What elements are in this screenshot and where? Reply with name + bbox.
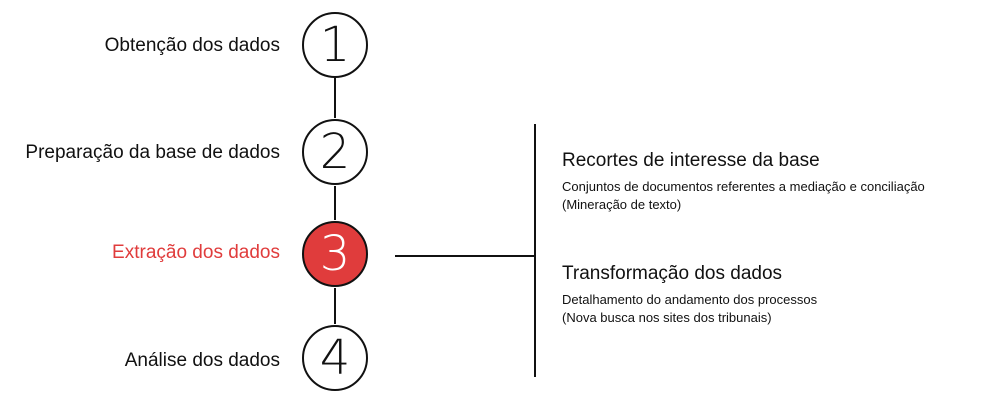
detail-desc-1-line2: (Mineração de texto): [562, 197, 682, 212]
detail-block-1: Recortes de interesse da base Conjuntos …: [562, 150, 925, 214]
detail-desc-2-line1: Detalhamento do andamento dos processos: [562, 292, 818, 307]
branch-vertical-line: [534, 124, 536, 377]
step-circle-1: 1: [302, 12, 368, 78]
detail-title-2: Transformação dos dados: [562, 263, 783, 284]
connector-3-4: [334, 288, 336, 324]
branch-horizontal-line: [395, 255, 536, 257]
step-label-1: Obtenção dos dados: [104, 35, 280, 56]
detail-block-2: Transformação dos dados Detalhamento do …: [562, 263, 817, 327]
step-label-3: Extração dos dados: [112, 242, 280, 263]
step-circle-2: 2: [302, 119, 368, 185]
detail-title-1: Recortes de interesse da base: [562, 150, 820, 171]
detail-desc-2-line2: (Nova busca nos sites dos tribunais): [562, 310, 772, 325]
detail-desc-1-line1: Conjuntos de documentos referentes a med…: [562, 179, 925, 194]
step-label-4: Análise dos dados: [124, 350, 280, 371]
step-circle-3: 3: [302, 221, 368, 287]
connector-1-2: [334, 78, 336, 118]
connector-2-3: [334, 186, 336, 220]
step-label-2: Preparação da base de dados: [25, 142, 280, 163]
step-circle-4: 4: [302, 325, 368, 391]
